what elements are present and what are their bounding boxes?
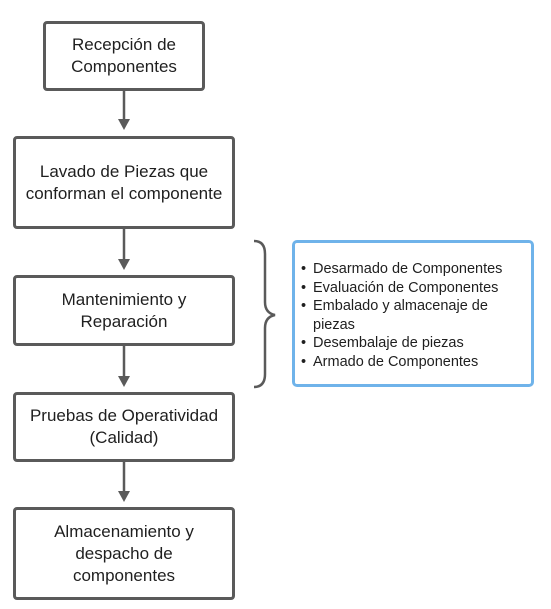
step-recepcion: Recepción de Componentes [43, 21, 205, 91]
arrow-2-to-3-head [118, 259, 130, 270]
step-label: Mantenimiento y Reparación [61, 289, 187, 331]
step-lavado: Lavado de Piezas que conforman el compon… [13, 136, 235, 229]
curly-brace [253, 239, 276, 389]
step-label: Recepción de Componentes [71, 35, 177, 76]
detail-list-item: Embalado y almacenaje de piezas [299, 297, 523, 334]
detail-list-item: Armado de Componentes [299, 353, 523, 372]
step-almacenamiento: Almacenamiento y despacho de componentes [13, 507, 235, 600]
arrow-3-to-4-head [118, 376, 130, 387]
detail-note-box: Desarmado de Componentes Evaluación de C… [292, 240, 534, 387]
detail-list-item: Evaluación de Componentes [299, 279, 523, 298]
detail-list-item: Desarmado de Componentes [299, 260, 523, 279]
step-label: Lavado de Piezas que conforman el compon… [25, 161, 223, 203]
detail-list: Desarmado de Componentes Evaluación de C… [299, 260, 523, 371]
arrow-4-to-5-head [118, 491, 130, 502]
step-label: Pruebas de Operatividad (Calidad) [29, 406, 219, 447]
step-mantenimiento: Mantenimiento y Reparación [13, 275, 235, 346]
step-pruebas: Pruebas de Operatividad (Calidad) [13, 392, 235, 462]
detail-list-item: Desembalaje de piezas [299, 334, 523, 353]
arrow-1-to-2-head [118, 119, 130, 130]
step-label: Almacenamiento y despacho de componentes [54, 521, 194, 585]
